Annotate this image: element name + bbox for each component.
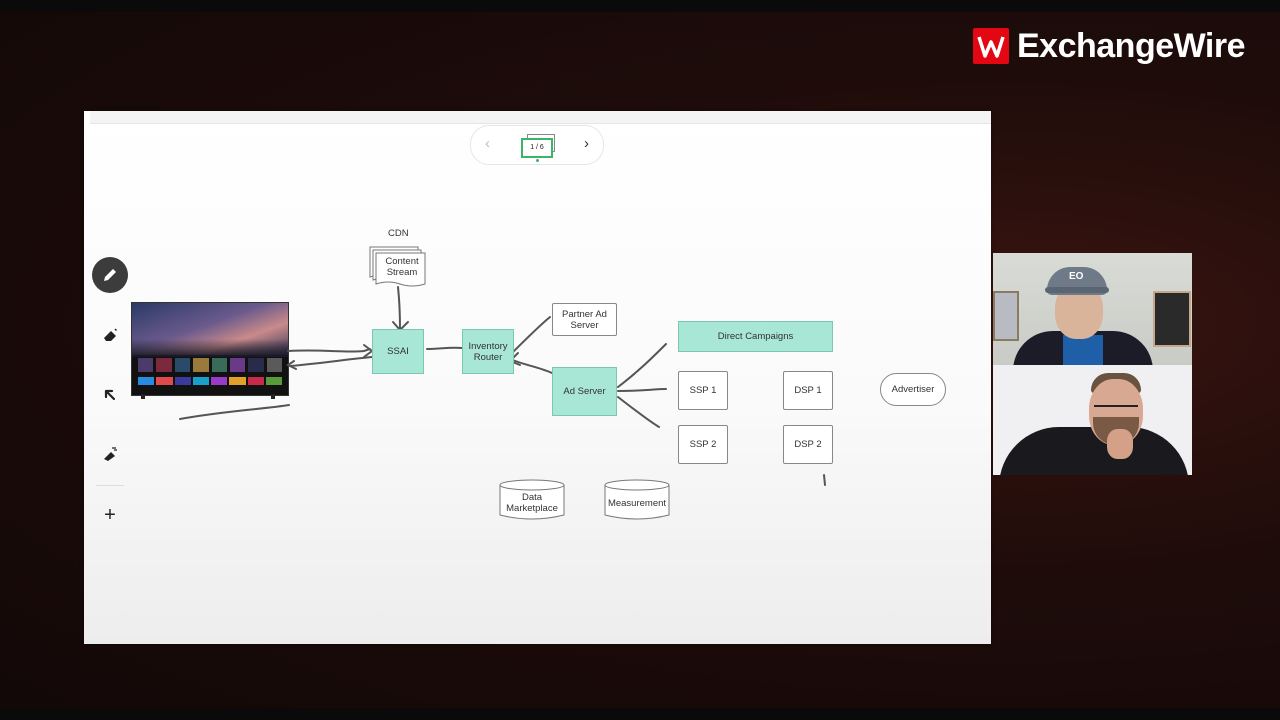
smart-tv-image	[131, 302, 289, 399]
toolbar-divider	[96, 485, 124, 486]
eraser-tool[interactable]	[92, 317, 128, 353]
current-slide-dot	[536, 159, 539, 162]
wall-tv	[1153, 291, 1191, 347]
eraser-icon	[104, 328, 118, 341]
dsp1-node[interactable]: DSP 1	[783, 371, 833, 410]
inventory-router-node[interactable]: Inventory Router	[462, 329, 514, 374]
data-marketplace-text: Data Marketplace	[506, 492, 558, 514]
add-icon[interactable]: +	[104, 503, 116, 526]
ssai-node[interactable]: SSAI	[372, 329, 424, 374]
measurement-node[interactable]: Measurement	[604, 479, 670, 521]
ssp1-node[interactable]: SSP 1	[678, 371, 728, 410]
select-tool[interactable]	[92, 377, 128, 413]
data-marketplace-node[interactable]: Data Marketplace	[499, 479, 565, 521]
dsp2-node[interactable]: DSP 2	[783, 425, 833, 464]
database-icon	[604, 479, 670, 520]
drawing-toolbar: +	[90, 249, 130, 539]
slide-top-edge	[90, 111, 991, 124]
advertiser-node[interactable]: Advertiser	[880, 373, 946, 406]
measurement-text: Measurement	[607, 498, 667, 509]
cap-logo: EO	[1069, 271, 1084, 282]
exchangewire-logo-icon	[973, 28, 1009, 64]
letterbox-top	[0, 0, 1280, 12]
page-indicator: 1 / 6	[521, 138, 553, 158]
tv-app-bar	[138, 377, 282, 385]
laser-icon	[104, 447, 117, 461]
direct-campaigns-node[interactable]: Direct Campaigns	[678, 321, 833, 352]
wall-picture	[993, 291, 1019, 341]
pen-icon	[104, 269, 116, 281]
participant-video-2	[993, 365, 1192, 475]
brand-header: ExchangeWire	[973, 26, 1246, 66]
cdn-label: CDN	[388, 228, 409, 239]
next-slide-button[interactable]: ›	[584, 135, 589, 152]
brand-name: ExchangeWire	[1017, 26, 1246, 65]
content-stream-text: Content Stream	[385, 256, 419, 278]
prev-slide-button[interactable]: ‹	[485, 135, 490, 152]
tv-screen	[131, 302, 289, 396]
partner-ad-server-node[interactable]: Partner Ad Server	[552, 303, 617, 336]
pen-tool[interactable]	[92, 257, 128, 293]
whiteboard-slide[interactable]: ‹ 1 / 6 ›	[84, 111, 991, 644]
ad-server-node[interactable]: Ad Server	[552, 367, 617, 416]
document-stack-icon	[369, 246, 426, 287]
slide-pager: ‹ 1 / 6 ›	[470, 125, 604, 165]
participant-video-1: EO	[993, 253, 1192, 365]
letterbox-bottom	[0, 708, 1280, 720]
content-stream-node[interactable]: Content Stream	[369, 244, 427, 290]
slide-thumbnail[interactable]: 1 / 6	[521, 134, 555, 158]
database-icon	[499, 479, 565, 520]
diagram-connectors	[179, 286, 826, 486]
ssp2-node[interactable]: SSP 2	[678, 425, 728, 464]
select-arrow-icon	[104, 389, 116, 401]
tv-content-row	[138, 358, 282, 372]
laser-tool[interactable]	[92, 437, 128, 473]
